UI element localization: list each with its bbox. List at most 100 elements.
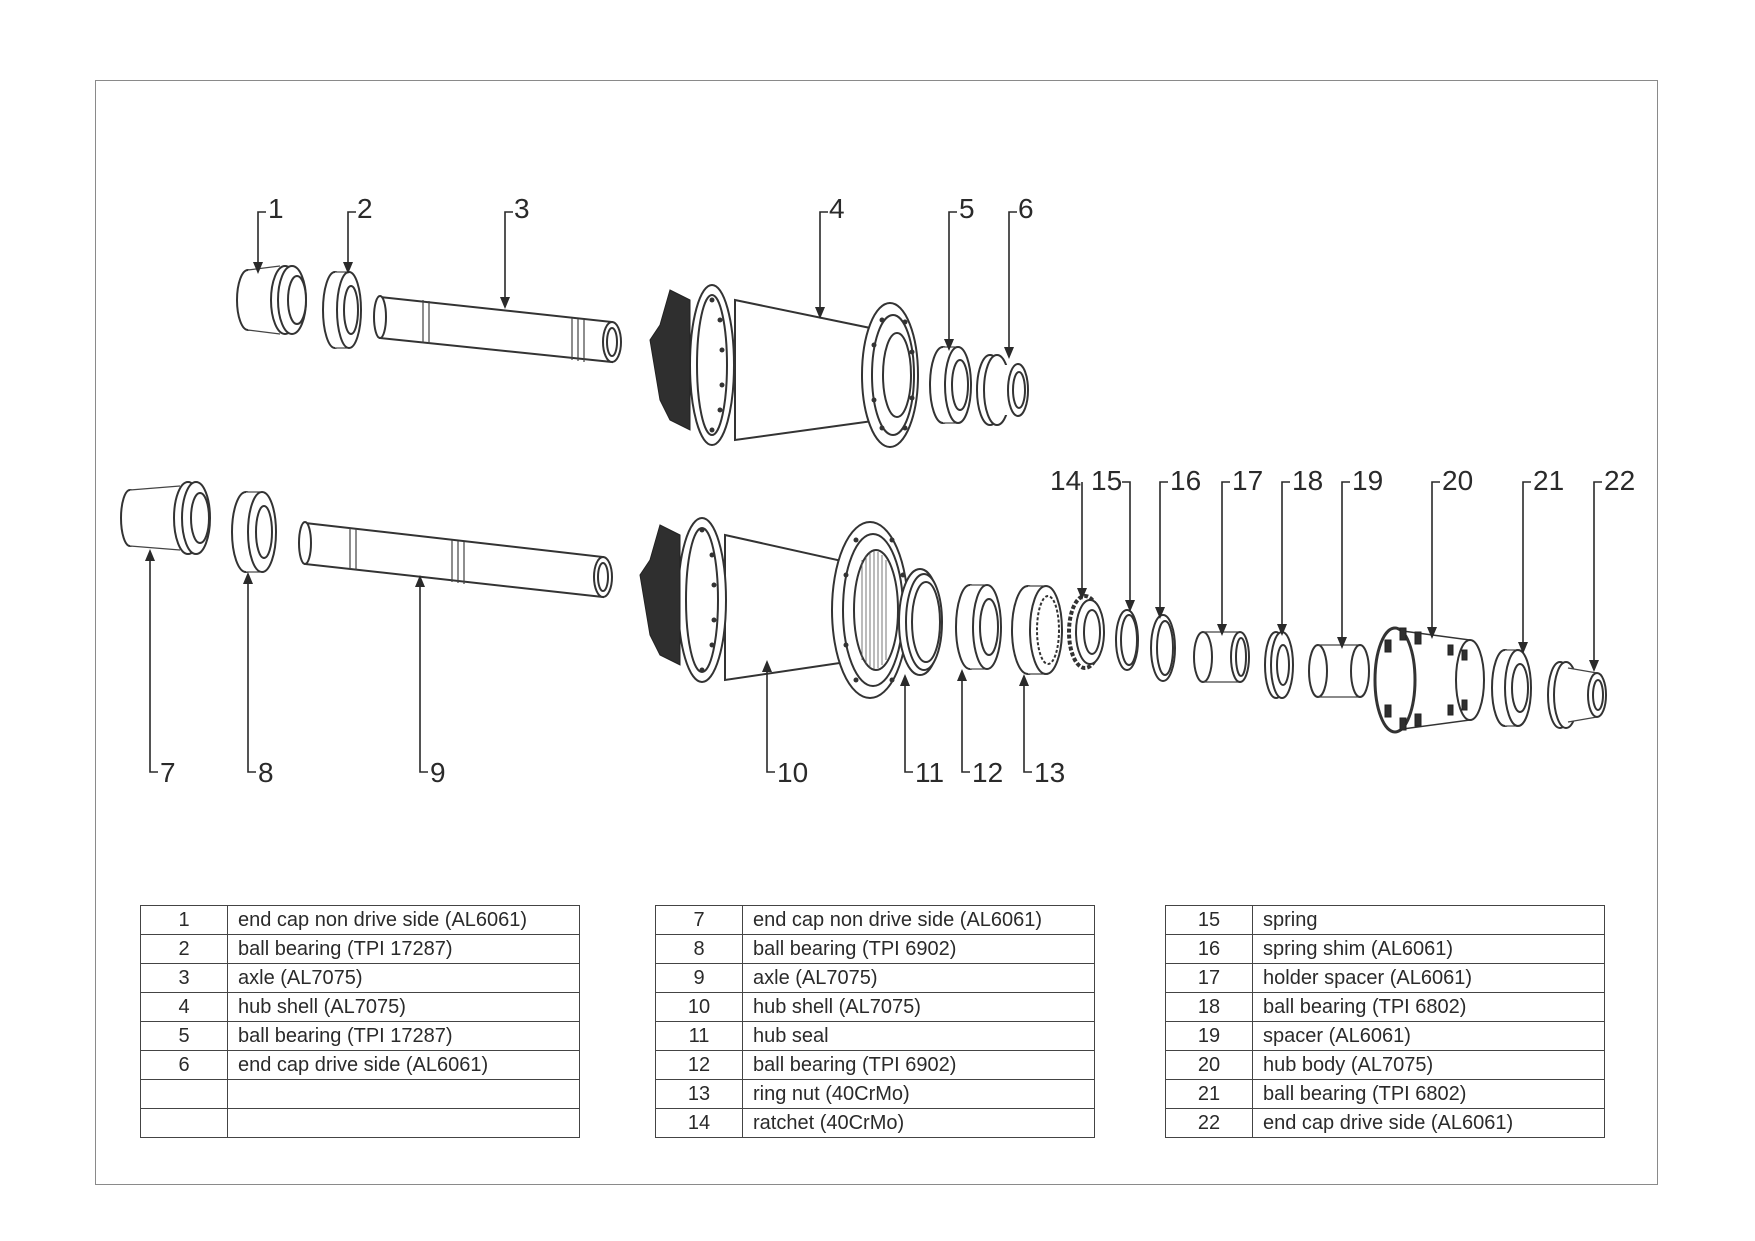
part-description: ball bearing (TPI 6902) bbox=[742, 934, 1095, 964]
part-3-axle bbox=[373, 295, 622, 364]
part-11-hub-seal bbox=[898, 568, 943, 676]
part-13-ring-nut bbox=[1011, 585, 1063, 675]
part-description: hub seal bbox=[742, 1021, 1095, 1051]
part-description: axle (AL7075) bbox=[227, 963, 580, 993]
part-description: holder spacer (AL6061) bbox=[1252, 963, 1605, 993]
part-description: ball bearing (TPI 6802) bbox=[1252, 1079, 1605, 1109]
callout-14: 14 bbox=[1050, 465, 1081, 496]
table-row bbox=[140, 1079, 580, 1109]
part-2-bearing bbox=[322, 271, 362, 349]
part-description: end cap non drive side (AL6061) bbox=[227, 905, 580, 935]
callout-13: 13 bbox=[1034, 757, 1065, 788]
part-number: 10 bbox=[655, 992, 743, 1022]
callout-21: 21 bbox=[1533, 465, 1564, 496]
part-9-axle bbox=[298, 521, 613, 599]
part-number: 8 bbox=[655, 934, 743, 964]
part-5-bearing bbox=[929, 346, 972, 424]
part-description: spacer (AL6061) bbox=[1252, 1021, 1605, 1051]
part-description bbox=[227, 1079, 580, 1109]
callout-5: 5 bbox=[959, 193, 975, 224]
part-number: 15 bbox=[1165, 905, 1253, 935]
part-16-spring-shim bbox=[1150, 614, 1176, 682]
callout-17: 17 bbox=[1232, 465, 1263, 496]
part-number: 22 bbox=[1165, 1108, 1253, 1138]
part-15-spring bbox=[1115, 609, 1139, 671]
part-description: hub body (AL7075) bbox=[1252, 1050, 1605, 1080]
callout-19: 19 bbox=[1352, 465, 1383, 496]
part-20-hub-body bbox=[1373, 626, 1485, 734]
part-description: ring nut (40CrMo) bbox=[742, 1079, 1095, 1109]
callout-18: 18 bbox=[1292, 465, 1323, 496]
callout-9: 9 bbox=[430, 757, 446, 788]
table-row bbox=[140, 1108, 580, 1138]
part-22-end-cap bbox=[1547, 661, 1607, 729]
part-number: 3 bbox=[140, 963, 228, 993]
part-number: 21 bbox=[1165, 1079, 1253, 1109]
part-description: ratchet (40CrMo) bbox=[742, 1108, 1095, 1138]
part-description: hub shell (AL7075) bbox=[227, 992, 580, 1022]
part-description: ball bearing (TPI 17287) bbox=[227, 934, 580, 964]
callout-labels: 1 2 3 4 5 6 7 8 9 10 11 12 13 14 15 16 1… bbox=[160, 193, 1635, 788]
part-19-spacer bbox=[1308, 644, 1370, 698]
part-number: 17 bbox=[1165, 963, 1253, 993]
part-10-hub-shell bbox=[639, 517, 909, 699]
part-17-holder-spacer bbox=[1193, 631, 1250, 683]
part-number: 4 bbox=[140, 992, 228, 1022]
callout-15: 15 bbox=[1091, 465, 1122, 496]
part-description: end cap drive side (AL6061) bbox=[227, 1050, 580, 1080]
part-number: 7 bbox=[655, 905, 743, 935]
part-description: end cap non drive side (AL6061) bbox=[742, 905, 1095, 935]
callout-10: 10 bbox=[777, 757, 808, 788]
part-7-end-cap bbox=[120, 481, 211, 555]
part-number: 9 bbox=[655, 963, 743, 993]
callout-20: 20 bbox=[1442, 465, 1473, 496]
part-number: 1 bbox=[140, 905, 228, 935]
callout-8: 8 bbox=[258, 757, 274, 788]
drawing-frame bbox=[95, 80, 1658, 1185]
callout-3: 3 bbox=[514, 193, 530, 224]
callout-12: 12 bbox=[972, 757, 1003, 788]
part-description bbox=[227, 1108, 580, 1138]
part-number: 11 bbox=[655, 1021, 743, 1051]
part-description: ball bearing (TPI 6902) bbox=[742, 1050, 1095, 1080]
part-number: 20 bbox=[1165, 1050, 1253, 1080]
part-4-hub-shell bbox=[649, 284, 919, 448]
part-number: 14 bbox=[655, 1108, 743, 1138]
part-number: 16 bbox=[1165, 934, 1253, 964]
part-description: ball bearing (TPI 17287) bbox=[227, 1021, 580, 1051]
part-description: axle (AL7075) bbox=[742, 963, 1095, 993]
callout-11: 11 bbox=[915, 757, 944, 788]
part-1-end-cap bbox=[236, 265, 307, 335]
part-number: 5 bbox=[140, 1021, 228, 1051]
leader-lines bbox=[145, 211, 1602, 773]
part-number: 12 bbox=[655, 1050, 743, 1080]
part-6-end-cap bbox=[976, 354, 1029, 426]
part-21-bearing bbox=[1491, 649, 1532, 727]
part-number: 6 bbox=[140, 1050, 228, 1080]
part-number: 19 bbox=[1165, 1021, 1253, 1051]
part-number: 18 bbox=[1165, 992, 1253, 1022]
part-description: ball bearing (TPI 6802) bbox=[1252, 992, 1605, 1022]
callout-22: 22 bbox=[1604, 465, 1635, 496]
part-description: hub shell (AL7075) bbox=[742, 992, 1095, 1022]
